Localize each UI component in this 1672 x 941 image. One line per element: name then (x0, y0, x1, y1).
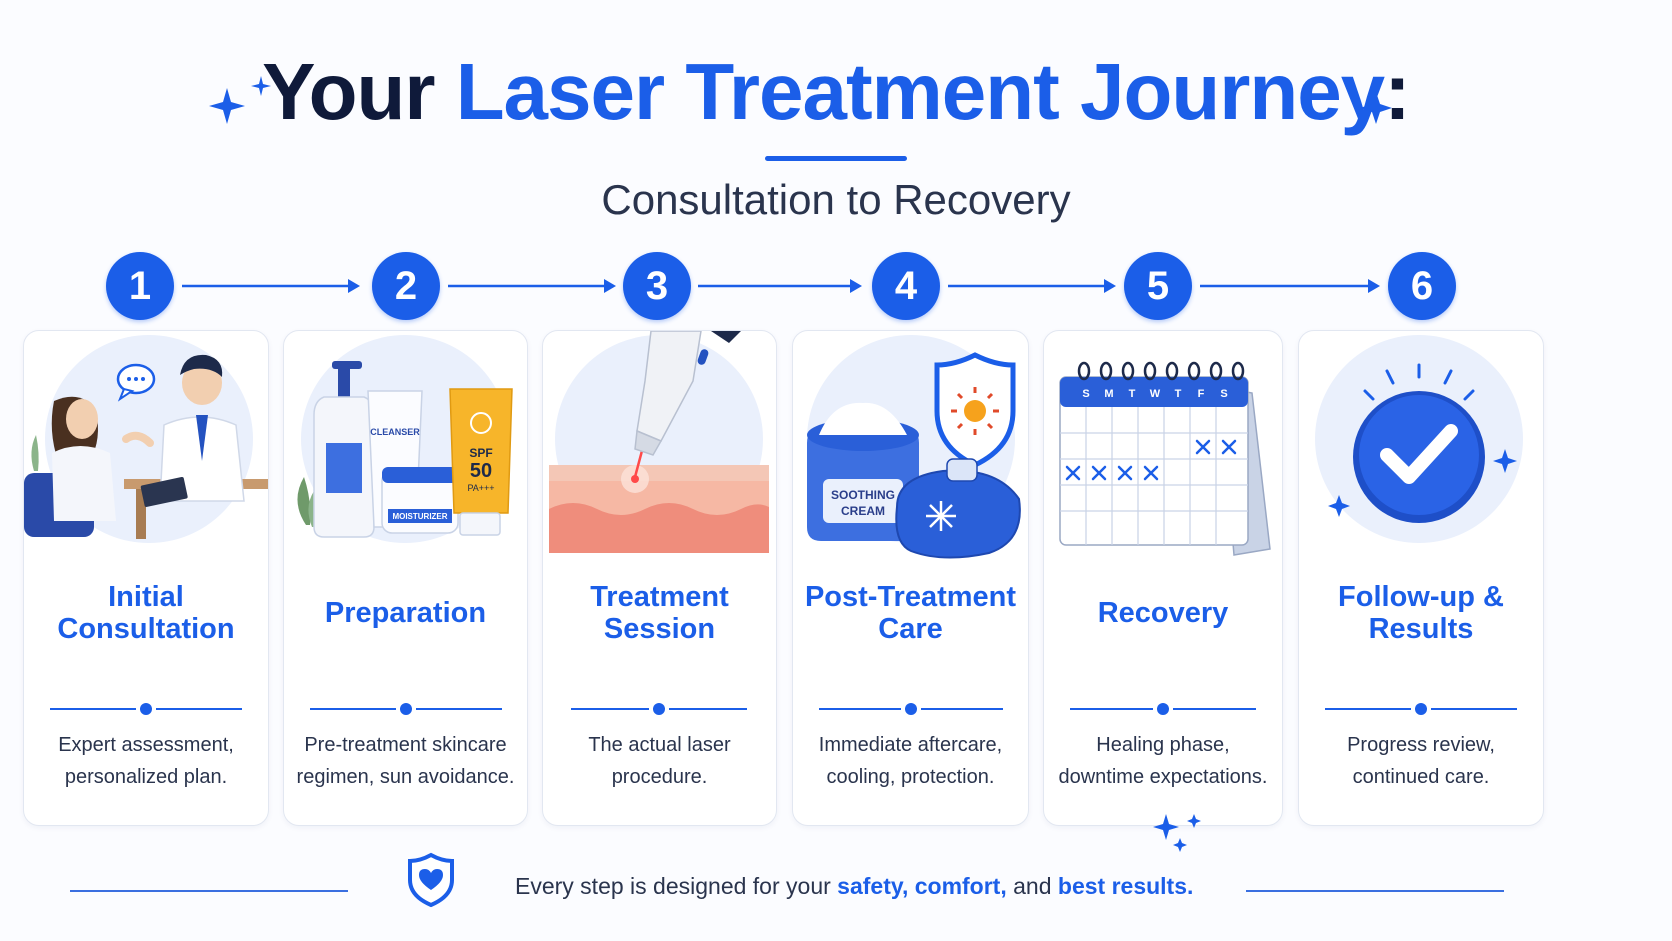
step-title-line: Recovery (1097, 597, 1229, 629)
consultation-illustration (24, 335, 268, 543)
step-title-line: Consultation (57, 613, 235, 645)
step-title-5: Recovery (1044, 597, 1282, 629)
footer-divider-right (1246, 890, 1504, 892)
footer-text: Every step is designed for your safety, … (515, 873, 1193, 900)
calendar-day: F (1198, 388, 1205, 400)
calendar-day: S (1220, 388, 1227, 400)
step-desc-2: Pre-treatment skincare regimen, sun avoi… (284, 729, 527, 793)
step-title-line: Results (1368, 613, 1474, 645)
step-card-4: SOOTHING CREAM Post-Treatment Care Immed… (792, 330, 1029, 826)
aftercare-illustration: SOOTHING CREAM (807, 335, 1021, 559)
step-card-3: Treatment Session The actual laser proce… (542, 330, 777, 826)
calendar-day: T (1129, 388, 1136, 400)
step-card-6: Follow-up & Results Progress review, con… (1298, 330, 1544, 826)
sparkle-icon (1360, 92, 1392, 124)
step-card-5: S M T W T F S Recovery Healing phase, do… (1043, 330, 1283, 826)
footer-text-start: Every step is designed for your (515, 873, 838, 899)
arrow-right-icon (448, 279, 616, 293)
cleanser-label: CLEANSER (370, 427, 420, 437)
cream-label-line2: CREAM (841, 504, 885, 518)
step-title-line: Care (878, 613, 943, 645)
step-title-line: Preparation (324, 597, 487, 629)
cream-label-line1: SOOTHING (831, 488, 895, 502)
title-part-3: : (1384, 47, 1411, 136)
step-title-line: Post-Treatment (804, 581, 1017, 613)
step-card-2: CLEANSER MOISTURIZER SPF 50 PA+++ Prepar… (283, 330, 528, 826)
divider (1070, 703, 1256, 715)
laser-procedure-illustration (549, 331, 769, 553)
step-number-1: 1 (106, 252, 174, 320)
step-desc-5: Healing phase, downtime expectations. (1044, 729, 1282, 793)
divider (50, 703, 242, 715)
step-title-4: Post-Treatment Care (793, 581, 1028, 645)
calendar-day: T (1175, 388, 1182, 400)
step-title-line: Treatment (590, 581, 729, 613)
step-desc-6: Progress review, continued care. (1299, 729, 1543, 793)
sparkle-icon (209, 76, 271, 124)
calendar-day: W (1150, 388, 1161, 400)
step-desc-line: Pre-treatment skincare (304, 734, 507, 756)
divider (1325, 703, 1517, 715)
step-desc-line: Expert assessment, (58, 734, 234, 756)
arrow-right-icon (1200, 279, 1380, 293)
footer-highlight-2: best results. (1057, 873, 1194, 899)
step-title-3: Treatment Session (543, 581, 776, 645)
moisturizer-label: MOISTURIZER (392, 512, 447, 521)
divider (571, 703, 747, 715)
step-number-3: 3 (623, 252, 691, 320)
step-title-line: Follow-up & (1338, 581, 1504, 613)
page-title: Your Laser Treatment Journey: (0, 46, 1672, 138)
title-underline (765, 156, 907, 161)
sparkle-icon (1153, 814, 1201, 852)
arrow-right-icon (948, 279, 1116, 293)
step-title-1: Initial Consultation (24, 581, 268, 645)
title-part-2: Laser Treatment Journey (455, 47, 1385, 136)
step-desc-line: Healing phase, (1096, 734, 1230, 756)
step-desc-line: continued care. (1352, 766, 1490, 788)
footer-text-mid: and (1006, 873, 1058, 899)
title-part-1: Your (262, 47, 456, 136)
step-desc-line: The actual laser (588, 734, 731, 756)
divider (819, 703, 1003, 715)
step-desc-line: Immediate aftercare, (818, 734, 1003, 756)
step-desc-1: Expert assessment, personalized plan. (24, 729, 268, 793)
step-number-6: 6 (1388, 252, 1456, 320)
step-title-6: Follow-up & Results (1299, 581, 1543, 645)
calendar-day: S (1082, 388, 1089, 400)
step-desc-line: cooling, protection. (826, 766, 995, 788)
spf-value: 50 (470, 460, 492, 482)
calendar-day: M (1104, 388, 1113, 400)
step-desc-line: procedure. (611, 766, 708, 788)
step-desc-line: regimen, sun avoidance. (296, 766, 515, 788)
step-title-2: Preparation (284, 597, 527, 629)
step-title-line: Session (603, 613, 716, 645)
skincare-products-illustration: CLEANSER MOISTURIZER SPF 50 PA+++ (297, 335, 513, 543)
divider (310, 703, 502, 715)
step-number-4: 4 (872, 252, 940, 320)
arrow-right-icon (182, 279, 360, 293)
page-subtitle: Consultation to Recovery (601, 176, 1071, 223)
step-desc-line: Progress review, (1347, 734, 1495, 756)
step-number-2: 2 (372, 252, 440, 320)
step-desc-3: The actual laser procedure. (543, 729, 776, 793)
footer-highlight-1: safety, comfort, (837, 873, 1007, 899)
step-card-1: Initial Consultation Expert assessment, … (23, 330, 269, 826)
shield-heart-icon (408, 852, 454, 908)
step-desc-line: personalized plan. (64, 766, 228, 788)
arrow-right-icon (698, 279, 862, 293)
step-number-5: 5 (1124, 252, 1192, 320)
step-desc-4: Immediate aftercare, cooling, protection… (793, 729, 1028, 793)
pa-label: PA+++ (467, 483, 494, 493)
footer-divider-left (70, 890, 348, 892)
step-desc-line: downtime expectations. (1058, 766, 1268, 788)
calendar-icon: S M T W T F S (1059, 361, 1271, 556)
check-badge-icon (1315, 335, 1523, 543)
step-title-line: Initial (108, 581, 184, 613)
spf-label: SPF (469, 446, 492, 460)
